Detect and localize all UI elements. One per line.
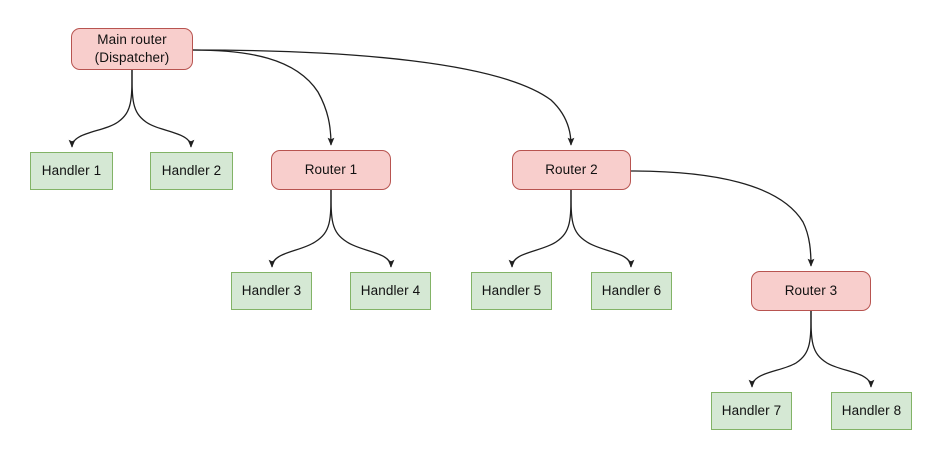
edge-main-to-handler-2 [131,69,195,148]
node-main-router[interactable]: Main router (Dispatcher) [71,28,193,70]
node-handler-5-label: Handler 5 [481,282,542,298]
edge-router-3-to-handler-7 [748,310,812,388]
edge-main-to-router-1 [192,49,335,146]
edge-main-to-handler-1 [68,69,133,148]
node-router-3-label: Router 3 [784,282,838,298]
edge-router-2-to-handler-6 [570,189,635,268]
node-handler-4[interactable]: Handler 4 [350,272,431,310]
node-router-2[interactable]: Router 2 [512,150,631,190]
node-handler-3[interactable]: Handler 3 [231,272,312,310]
node-router-2-label: Router 2 [545,161,598,177]
node-handler-6-label: Handler 6 [601,282,662,298]
node-handler-2[interactable]: Handler 2 [150,152,233,190]
node-main-router-label: Main router (Dispatcher) [94,31,170,65]
node-handler-2-label: Handler 2 [161,162,222,178]
node-router-3[interactable]: Router 3 [751,271,871,311]
node-handler-8[interactable]: Handler 8 [831,392,912,430]
edge-main-to-router-2 [192,49,575,146]
node-handler-7-label: Handler 7 [721,402,782,418]
edge-router-2-to-handler-5 [508,189,572,268]
node-router-1-label: Router 1 [304,161,358,177]
edge-router-2-to-router-3 [630,170,815,267]
edge-router-1-to-handler-4 [330,189,395,268]
node-handler-6[interactable]: Handler 6 [591,272,672,310]
node-handler-4-label: Handler 4 [360,282,421,298]
node-handler-1-label: Handler 1 [41,162,102,178]
node-handler-1[interactable]: Handler 1 [30,152,113,190]
node-handler-5[interactable]: Handler 5 [471,272,552,310]
node-handler-7[interactable]: Handler 7 [711,392,792,430]
edge-router-3-to-handler-8 [810,310,875,388]
edge-router-1-to-handler-3 [268,189,332,268]
node-handler-8-label: Handler 8 [841,402,902,418]
node-handler-3-label: Handler 3 [241,282,302,298]
node-router-1[interactable]: Router 1 [271,150,391,190]
